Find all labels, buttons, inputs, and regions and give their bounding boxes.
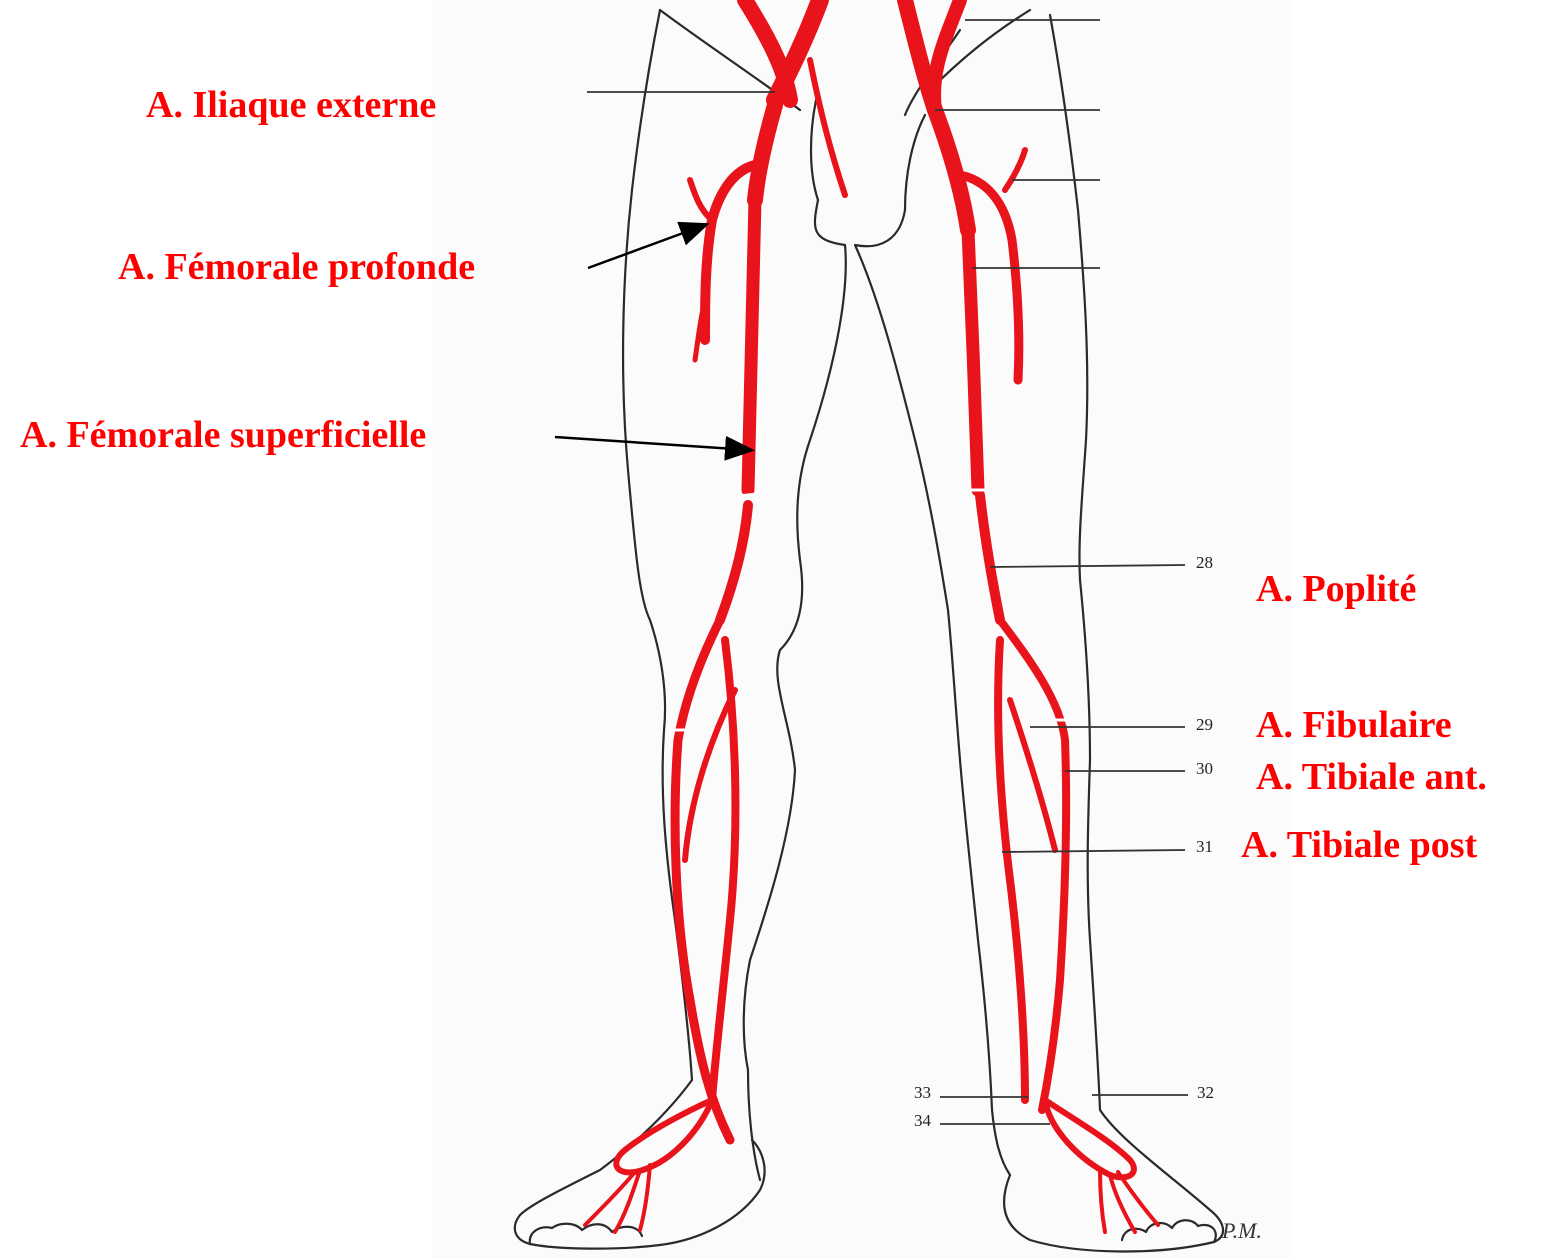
number-33: 33	[914, 1084, 931, 1101]
label-iliaque-externe: A. Iliaque externe	[146, 86, 436, 124]
artery-femoral-superficial-left	[748, 200, 755, 490]
label-tibiale-post: A. Tibiale post	[1241, 826, 1477, 864]
artist-signature: P.M.	[1222, 1218, 1262, 1244]
number-32: 32	[1197, 1084, 1214, 1101]
label-femorale-profonde: A. Fémorale profonde	[118, 248, 475, 286]
label-poplite: A. Poplité	[1256, 570, 1416, 608]
label-tibiale-ant: A. Tibiale ant.	[1256, 758, 1487, 796]
number-28: 28	[1196, 554, 1213, 571]
number-29: 29	[1196, 716, 1213, 733]
paper-background	[432, 0, 1292, 1258]
label-fibulaire: A. Fibulaire	[1256, 706, 1452, 744]
cut-mark-femoral-left	[738, 494, 758, 496]
number-34: 34	[914, 1112, 931, 1129]
label-femorale-superficielle: A. Fémorale superficielle	[20, 416, 426, 454]
number-31: 31	[1196, 838, 1213, 855]
number-30: 30	[1196, 760, 1213, 777]
